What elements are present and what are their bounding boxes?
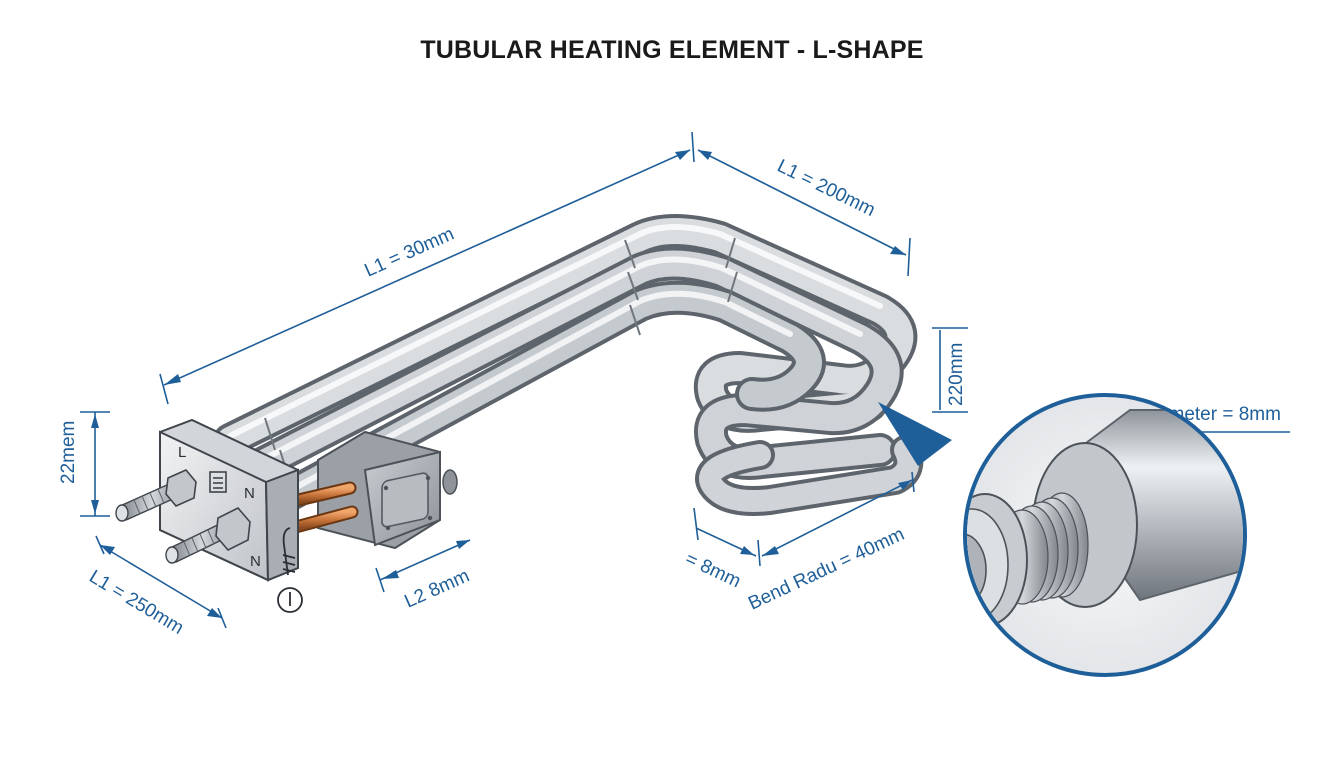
dimension-lines [80, 131, 968, 629]
junction-box [317, 430, 458, 550]
dim-short-run: L1 = 200mm [774, 156, 879, 221]
terminal-stud-bottom [165, 507, 251, 564]
terminal-stud-top [115, 469, 197, 522]
copper-leads [283, 481, 359, 535]
terminal-label-n-bottom: N [250, 553, 261, 570]
dim-box-length: L2 8mm [401, 565, 472, 612]
dim-tube-gap: = 8mm [682, 548, 744, 592]
dim-height: 220mm [946, 343, 967, 406]
dim-bend-radius: Bend Radu = 40mm [745, 524, 908, 615]
diagram-title: TUBULAR HEATING ELEMENT - L-SHAPE [420, 36, 924, 64]
terminal-label-l: L [178, 444, 186, 461]
dim-flange-height: 22mem [58, 421, 79, 484]
dim-front-length: L1 = 250mm [85, 566, 187, 639]
tube-bundle [213, 214, 924, 517]
terminal-studs [115, 469, 251, 564]
terminal-label-n-top: N [244, 485, 255, 502]
ground-symbol-icon [209, 471, 227, 493]
dim-long-run: L1 = 30mm [361, 224, 457, 282]
detail-callout [878, 393, 1247, 677]
thermostat-probe [277, 527, 303, 613]
